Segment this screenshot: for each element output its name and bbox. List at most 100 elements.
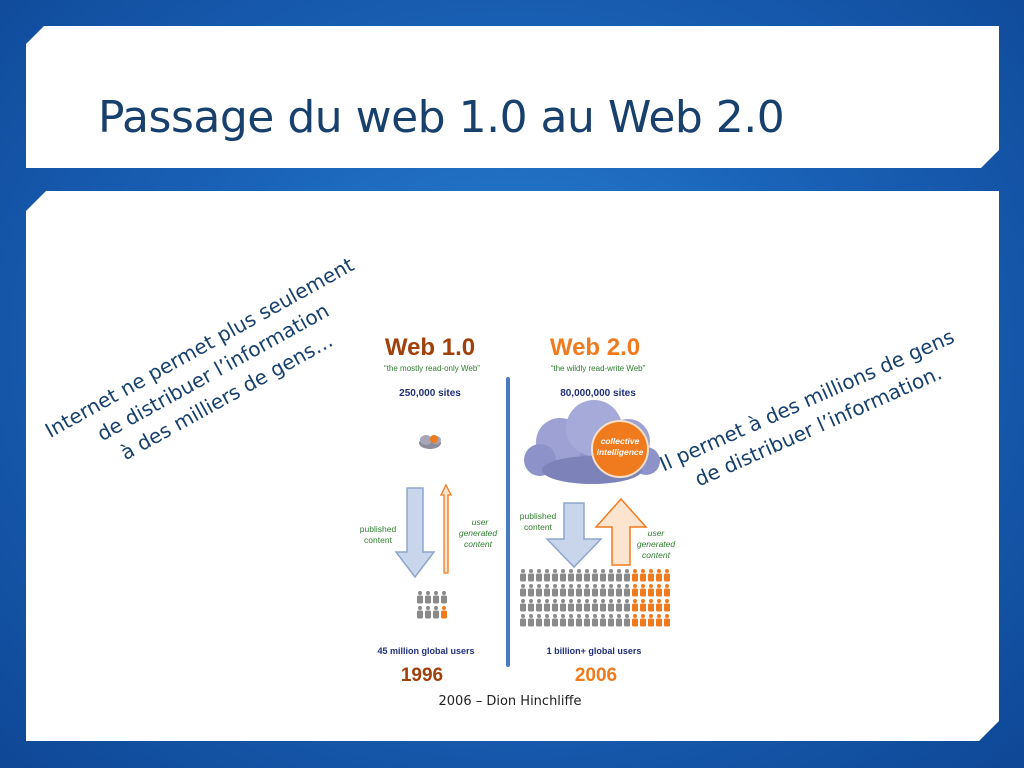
person-icon — [600, 614, 606, 627]
person-icon — [520, 569, 526, 582]
person-icon — [656, 569, 662, 582]
person-icon — [520, 584, 526, 597]
cloud-label-line: intelligence — [597, 447, 644, 457]
person-icon — [552, 614, 558, 627]
person-icon — [616, 584, 622, 597]
person-icon — [425, 591, 431, 604]
person-icon — [592, 614, 598, 627]
web2-sites: 80,000,000 sites — [560, 388, 636, 399]
web1-published-label-line: published — [360, 524, 397, 534]
person-icon — [528, 584, 534, 597]
person-icon — [640, 584, 646, 597]
person-icon — [536, 569, 542, 582]
web2-user-label-line: content — [642, 550, 671, 560]
person-icon — [656, 599, 662, 612]
person-icon — [560, 614, 566, 627]
title-panel — [26, 26, 999, 168]
person-icon — [417, 591, 423, 604]
person-icon — [568, 584, 574, 597]
person-icon — [560, 569, 566, 582]
person-icon — [624, 584, 630, 597]
person-icon — [584, 584, 590, 597]
web1-user-label-line: content — [464, 539, 493, 549]
person-icon — [544, 614, 550, 627]
person-icon — [640, 569, 646, 582]
person-icon — [528, 569, 534, 582]
person-icon — [568, 599, 574, 612]
person-icon — [520, 614, 526, 627]
person-icon — [648, 614, 654, 627]
person-icon — [632, 569, 638, 582]
person-icon — [608, 614, 614, 627]
web1-tagline: “the mostly read-only Web” — [384, 364, 480, 373]
person-icon — [616, 599, 622, 612]
web2-user-label-line: user — [648, 528, 666, 538]
person-icon — [528, 614, 534, 627]
web1-title: Web 1.0 — [385, 334, 475, 361]
person-icon — [528, 599, 534, 612]
person-icon — [616, 614, 622, 627]
person-icon — [584, 569, 590, 582]
person-icon — [664, 614, 670, 627]
web2-users: 1 billion+ global users — [547, 646, 642, 656]
web2-user-label-line: generated — [637, 539, 676, 549]
person-icon — [632, 599, 638, 612]
person-icon — [624, 569, 630, 582]
person-icon — [656, 584, 662, 597]
person-icon — [584, 614, 590, 627]
collective-intelligence-cloud: collective intelligence — [524, 400, 660, 484]
person-icon — [433, 606, 439, 619]
web-evolution-diagram: Web 1.0 Web 2.0 “the mostly read-only We… — [360, 334, 676, 686]
person-icon — [648, 569, 654, 582]
person-icon — [656, 614, 662, 627]
person-icon — [433, 591, 439, 604]
person-icon — [592, 569, 598, 582]
source-credit: 2006 – Dion Hinchliffe — [438, 694, 582, 709]
cloud-label-line: collective — [601, 436, 640, 446]
web1-year: 1996 — [401, 665, 443, 686]
person-icon — [544, 584, 550, 597]
person-icon — [600, 584, 606, 597]
web2-published-label-line: content — [524, 522, 553, 532]
person-icon — [441, 591, 447, 604]
person-icon — [624, 614, 630, 627]
person-icon — [664, 599, 670, 612]
person-icon — [536, 584, 542, 597]
web1-users: 45 million global users — [377, 646, 474, 656]
person-icon — [592, 584, 598, 597]
person-icon — [576, 599, 582, 612]
web1-user-label-line: generated — [459, 528, 498, 538]
person-icon — [608, 599, 614, 612]
person-icon — [632, 614, 638, 627]
person-icon — [584, 599, 590, 612]
person-icon — [576, 569, 582, 582]
person-icon — [520, 599, 526, 612]
person-icon — [592, 599, 598, 612]
web1-published-label-line: content — [364, 535, 393, 545]
person-icon — [640, 614, 646, 627]
person-icon — [576, 614, 582, 627]
person-icon — [536, 614, 542, 627]
small-cloud-icon — [419, 435, 441, 449]
person-icon — [664, 584, 670, 597]
person-icon — [616, 569, 622, 582]
person-icon — [544, 599, 550, 612]
slide-title: Passage du web 1.0 au Web 2.0 — [98, 92, 785, 143]
web2-title: Web 2.0 — [550, 334, 640, 361]
person-icon — [608, 569, 614, 582]
web2-year: 2006 — [575, 665, 617, 686]
person-icon — [648, 584, 654, 597]
person-icon — [608, 584, 614, 597]
divider-line — [506, 377, 510, 667]
content-panel — [26, 191, 999, 741]
person-icon — [640, 599, 646, 612]
person-icon — [417, 606, 423, 619]
web2-published-label-line: published — [520, 511, 557, 521]
published-arrow-icon — [545, 502, 603, 569]
person-icon — [425, 606, 431, 619]
web1-sites: 250,000 sites — [399, 388, 461, 399]
person-icon — [544, 569, 550, 582]
person-icon — [624, 599, 630, 612]
user-generated-arrow-icon — [439, 483, 453, 574]
person-icon — [600, 599, 606, 612]
